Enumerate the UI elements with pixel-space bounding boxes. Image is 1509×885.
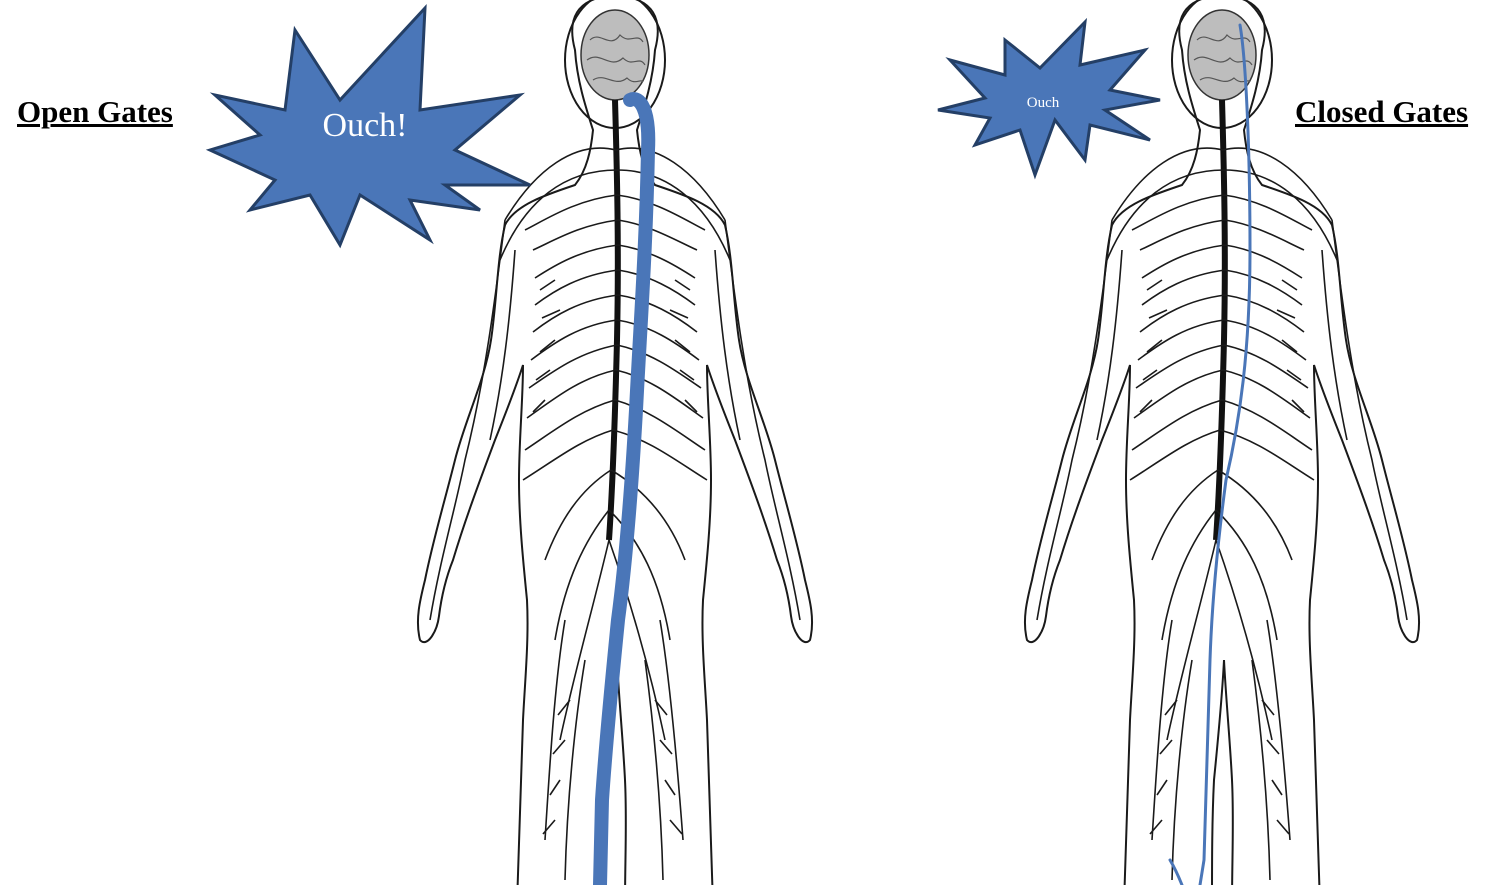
explosion-burst-icon: Ouch!	[210, 8, 530, 245]
ouch-exclaim-text: Ouch!	[323, 107, 408, 144]
explosion-burst-icon: Ouch	[938, 22, 1160, 175]
ouch-text: Ouch	[1027, 95, 1060, 111]
pain-signal-path-closed	[1170, 25, 1250, 885]
